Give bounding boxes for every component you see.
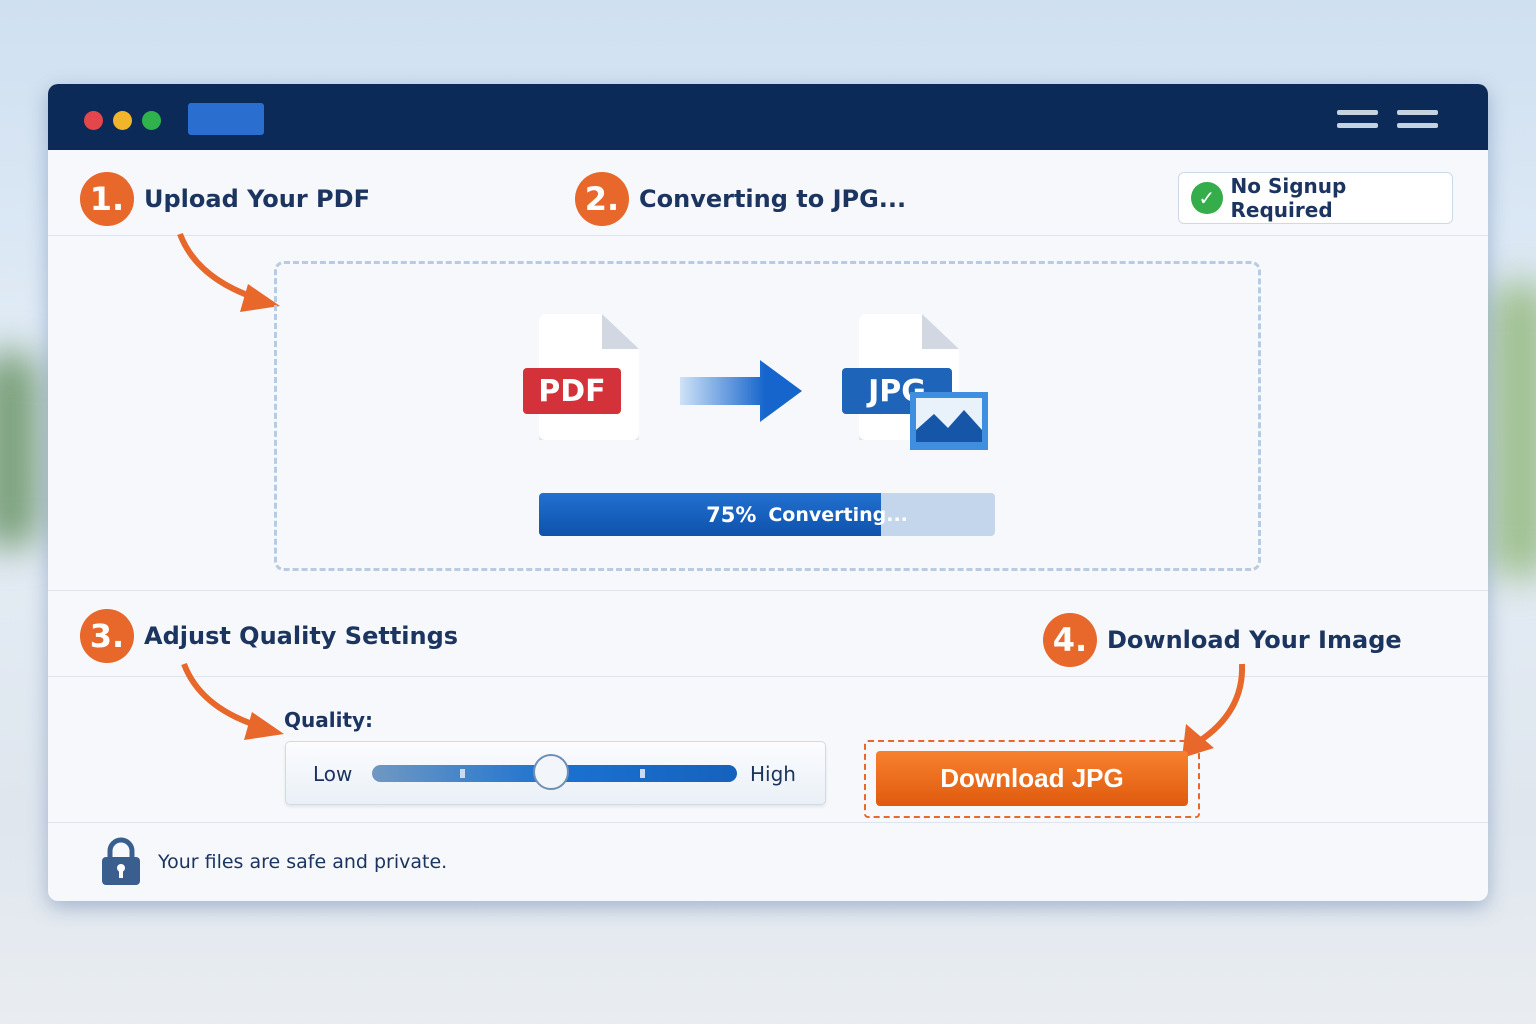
slider-thumb[interactable]: [532, 754, 569, 790]
step-2: 2. Converting to JPG...: [575, 172, 906, 226]
step-number: 2.: [575, 172, 629, 226]
progress-percent: 75%: [706, 502, 757, 527]
step-label: Download Your Image: [1107, 626, 1402, 654]
slider-high-label: High: [750, 762, 796, 786]
conversion-progress-bar: 75% Converting...: [539, 493, 995, 536]
steps-header: [48, 150, 1488, 236]
footer-text: Your files are safe and private.: [158, 851, 448, 873]
settings-header: [48, 590, 1488, 677]
badge-label: No Signup Required: [1230, 174, 1347, 222]
menu-icon[interactable]: [1397, 110, 1438, 130]
progress-status: Converting...: [768, 503, 908, 526]
background-blur: [0, 350, 40, 550]
check-circle-icon: ✓: [1191, 182, 1223, 214]
curved-arrow-icon: [177, 232, 280, 312]
slider-tick: [460, 769, 465, 778]
step-number: 1.: [80, 172, 134, 226]
quality-label: Quality:: [284, 708, 374, 732]
step-number: 4.: [1043, 613, 1097, 667]
step-1: 1. Upload Your PDF: [80, 172, 370, 226]
step-label: Adjust Quality Settings: [144, 622, 459, 650]
curved-arrow-icon: [181, 662, 284, 740]
download-jpg-button[interactable]: Download JPG: [876, 751, 1188, 806]
quality-slider-box: Low High: [285, 741, 826, 805]
step-number: 3.: [80, 609, 134, 663]
footer: Your files are safe and private.: [48, 822, 1488, 901]
step-3: 3. Adjust Quality Settings: [80, 609, 458, 663]
step-label: Upload Your PDF: [144, 185, 370, 213]
progress-text: 75% Converting...: [539, 493, 995, 536]
minimize-window-button[interactable]: [113, 111, 132, 130]
lock-icon: [102, 837, 140, 885]
slider-tick: [640, 769, 645, 778]
step-label: Converting to JPG...: [639, 185, 907, 213]
close-window-button[interactable]: [84, 111, 103, 130]
title-bar: [48, 84, 1488, 150]
progress-fill: [539, 493, 881, 536]
file-drop-zone[interactable]: PDF JPG 75% Converting...: [274, 261, 1261, 571]
quality-slider[interactable]: [372, 754, 737, 790]
menu-icon[interactable]: [1337, 110, 1378, 130]
slider-low-label: Low: [313, 762, 353, 786]
page-fold: [922, 314, 959, 349]
arrow-right-icon: [680, 360, 802, 422]
app-window: 1. Upload Your PDF 2. Converting to JPG.…: [48, 84, 1488, 901]
step-4: 4. Download Your Image: [1043, 613, 1402, 667]
image-icon: [910, 392, 988, 450]
page-fold: [602, 314, 639, 349]
maximize-window-button[interactable]: [142, 111, 161, 130]
no-signup-badge: ✓ No Signup Required: [1178, 172, 1453, 224]
browser-tab[interactable]: [188, 103, 264, 135]
pdf-label: PDF: [523, 368, 621, 414]
background-blur: [1490, 280, 1536, 580]
download-highlight: Download JPG: [864, 740, 1200, 818]
